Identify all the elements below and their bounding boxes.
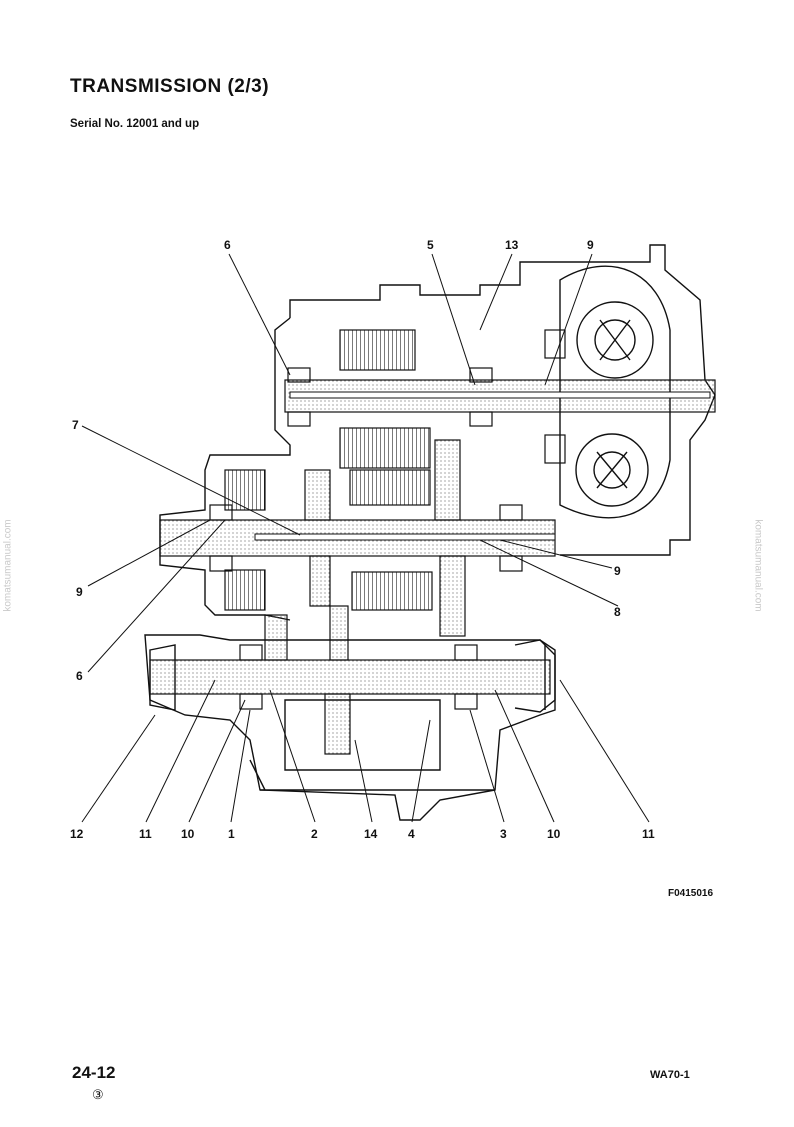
page-number: 24-12: [72, 1063, 116, 1082]
callout-12: 12: [70, 827, 84, 841]
callout-9-right: 9: [614, 564, 621, 578]
callout-6-left: 6: [76, 669, 83, 683]
callout-7: 7: [72, 418, 79, 432]
callout-10-right: 10: [547, 827, 561, 841]
callout-labels: 6 5 13 9 7 9 9 8 6 12 11 10 1 2 14 4 3 1…: [70, 238, 655, 841]
callout-2: 2: [311, 827, 318, 841]
shafts: [149, 379, 716, 695]
callout-9-top: 9: [587, 238, 594, 252]
callout-5: 5: [427, 238, 434, 252]
figure-code: F0415016: [668, 888, 714, 899]
callout-10-left: 10: [181, 827, 195, 841]
callout-3: 3: [500, 827, 507, 841]
callout-6-top: 6: [224, 238, 231, 252]
callout-11-right: 11: [642, 827, 655, 841]
gears: [264, 439, 466, 755]
output-flanges: [149, 639, 556, 713]
callout-1: 1: [228, 827, 235, 841]
callout-9-left: 9: [76, 585, 83, 599]
clutch-packs: [224, 329, 433, 611]
serial-subtitle: Serial No. 12001 and up: [70, 118, 200, 130]
callout-4: 4: [408, 827, 415, 841]
leader-lines: [81, 253, 650, 823]
callout-8: 8: [614, 605, 621, 619]
model-code: WA70-1: [650, 1069, 690, 1081]
page-title: TRANSMISSION (2/3): [70, 76, 270, 97]
callout-11-left: 11: [139, 827, 152, 841]
callout-13: 13: [505, 238, 519, 252]
callout-14: 14: [364, 827, 378, 841]
revision-mark: ③: [92, 1087, 104, 1102]
